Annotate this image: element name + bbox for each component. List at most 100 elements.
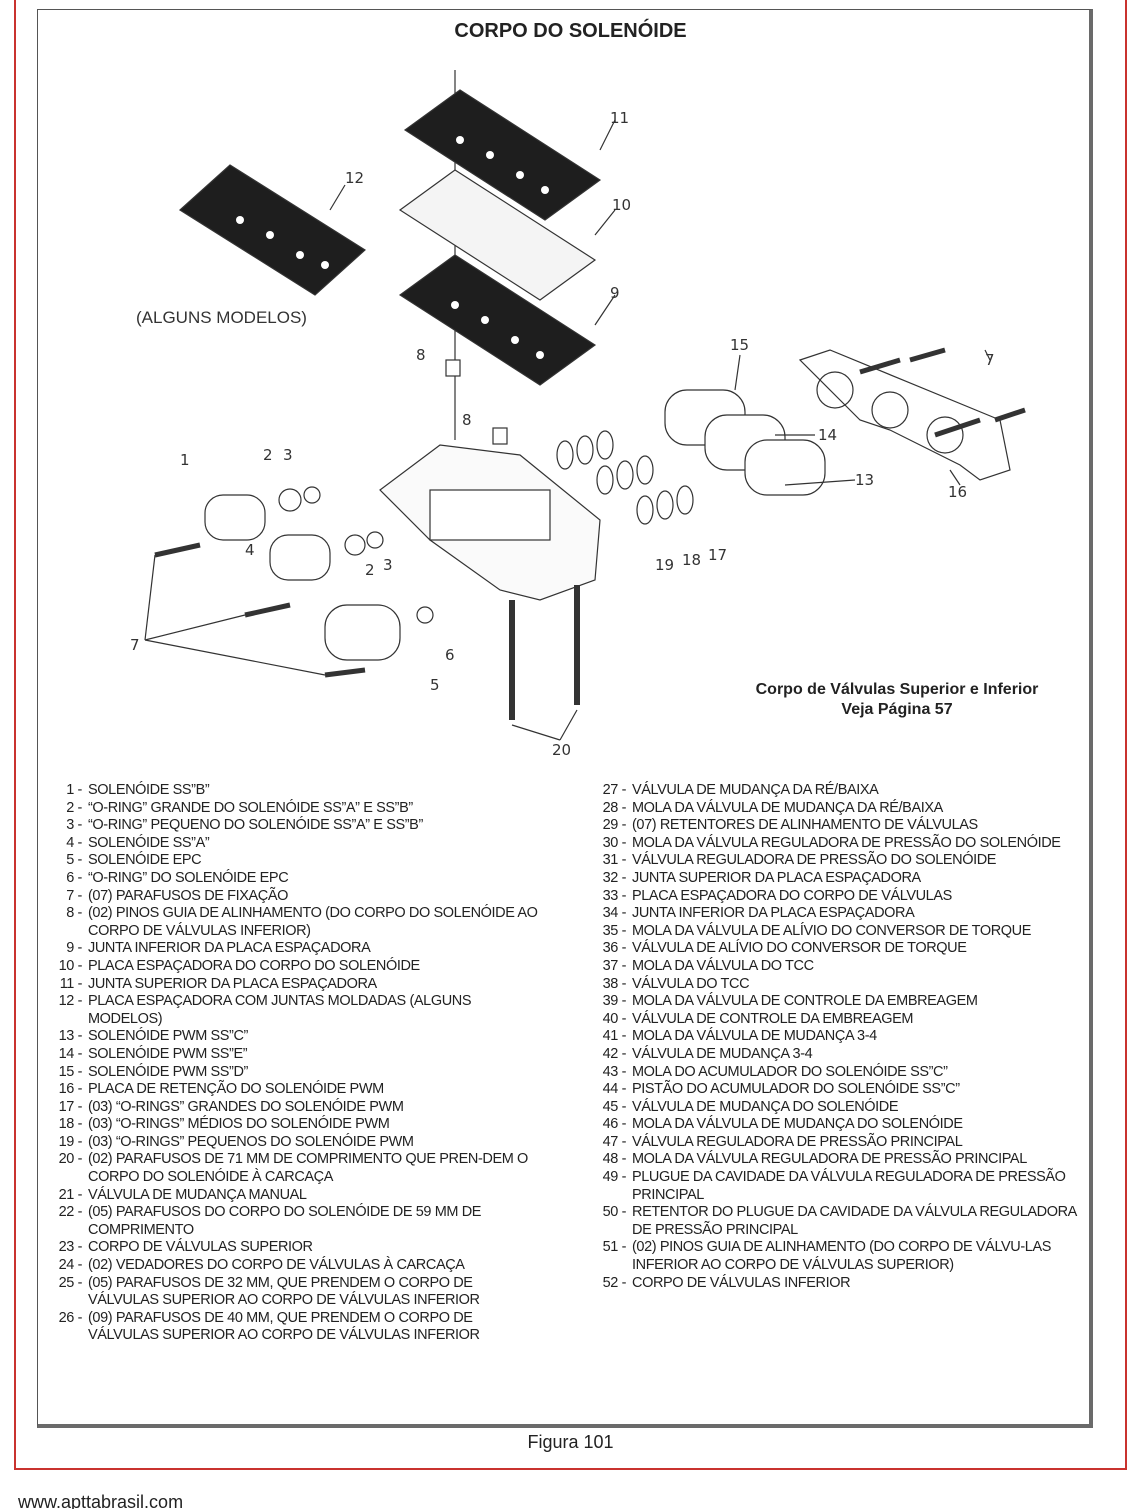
callout-7a: 7 [130,636,140,654]
figure-label: Figura 101 [527,1432,614,1452]
legend-text: (03) “O-RINGS” GRANDES DO SOLENÓIDE PWM [88,1098,404,1115]
legend-text: CORPO DE VÁLVULAS SUPERIOR [88,1239,313,1256]
legend-text: VÁLVULA DE CONTROLE DA EMBREAGEM [632,1010,914,1027]
legend-item: 14 -SOLENÓIDE PWM SS”E” [50,1046,545,1064]
legend-text: (07) RETENTORES DE ALINHAMENTO DE VÁLVUL… [632,817,978,834]
callout-3b: 3 [383,556,393,574]
legend-text: (03) “O-RINGS” PEQUENOS DO SOLENÓIDE PWM [88,1133,414,1150]
legend-text: SOLENÓIDE SS”B” [88,782,210,798]
legend-item: 22 - (05) PARAFUSOS DO CORPO DO SOLENÓIDE… [50,1204,545,1239]
reference-note: Corpo de Válvulas Superior e Inferior Ve… [712,680,1082,720]
legend-text: PLACA ESPAÇADORA COM JUNTAS MOLDADAS (AL… [88,993,472,1027]
legend-item: 33 -PLACA ESPAÇADORA DO CORPO DE VÁLVULA… [594,888,1089,906]
legend-number: 33 - [602,887,627,904]
legend-item: 34 -JUNTA INFERIOR DA PLACA ESPAÇADORA [594,905,1089,923]
legend-text: (02) VEDADORES DO CORPO DE VÁLVULAS À CA… [88,1257,465,1274]
legend-number: 31 - [602,852,627,869]
legend-item: 47 -VÁLVULA REGULADORA DE PRESSÃO PRINCI… [594,1134,1089,1152]
legend-number: 6 - [66,869,82,886]
legend-number: 27 - [602,782,627,798]
legend-item: 51 -(02) PINOS GUIA DE ALINHAMENTO (DO C… [594,1239,1089,1274]
legend-item: 38 -VÁLVULA DO TCC [594,976,1089,994]
legend-number: 22 - [58,1204,83,1221]
callout-2b: 2 [365,561,375,579]
legend-text: (03) “O-RINGS” MÉDIOS DO SOLENÓIDE PWM [88,1116,390,1133]
legend-text: “O-RING” PEQUENO DO SOLENÓIDE SS”A” E SS… [88,817,423,834]
legend-text: (02) PINOS GUIA DE ALINHAMENTO (DO CORPO… [88,905,538,939]
page-border [14,0,1127,1470]
callout-11: 11 [610,109,629,127]
callout-9: 9 [610,284,620,302]
legend-item: 5 - SOLENÓIDE EPC [50,852,545,870]
callout-20: 20 [552,741,571,759]
callout-2: 2 [263,446,273,464]
legend-text: MOLA DO ACUMULADOR DO SOLENÓIDE SS”C” [632,1063,948,1080]
legend-text: (02) PARAFUSOS DE 71 MM DE COMPRIMENTO Q… [88,1151,528,1186]
legend-item: 32 -JUNTA SUPERIOR DA PLACA ESPAÇADORA [594,870,1089,888]
callout-6: 6 [445,646,455,664]
legend-number: 20 - [58,1151,83,1168]
legend-number: 52 - [602,1274,627,1291]
legend-number: 38 - [602,975,627,992]
legend-text: MOLA DA VÁLVULA DE ALÍVIO DO CONVERSOR D… [632,922,1032,939]
legend-text: MOLA DA VÁLVULA REGULADORA DE PRESSÃO DO… [632,834,1061,851]
callout-14: 14 [818,426,837,444]
legend-item: 45 -VÁLVULA DE MUDANÇA DO SOLENÓIDE [594,1099,1089,1117]
legend-item: 40 -VÁLVULA DE CONTROLE DA EMBREAGEM [594,1011,1089,1029]
legend-text: VÁLVULA DE MUDANÇA MANUAL [88,1186,307,1203]
legend-item: 31 -VÁLVULA REGULADORA DE PRESSÃO DO SOL… [594,852,1089,870]
legend-text: VÁLVULA DE MUDANÇA 3-4 [632,1045,813,1062]
page-title: CORPO DO SOLENÓIDE [454,20,687,42]
legend-text: SOLENÓIDE EPC [88,852,202,869]
legend-item: 44 -PISTÃO DO ACUMULADOR DO SOLENÓIDE SS… [594,1081,1089,1099]
legend-text: MOLA DA VÁLVULA DO TCC [632,957,814,974]
legend-text: (07) PARAFUSOS DE FIXAÇÃO [88,887,289,904]
legend-number: 36 - [602,940,627,957]
legend-number: 9 - [66,940,82,957]
legend-number: 1 - [66,782,82,798]
callout-10: 10 [612,196,631,214]
figure-frame [37,9,1093,1428]
callout-1: 1 [180,451,190,469]
callout-17: 17 [708,546,727,564]
callout-13: 13 [855,471,874,489]
callout-12: 12 [345,169,364,187]
legend-item: 36 -VÁLVULA DE ALÍVIO DO CONVERSOR DE TO… [594,940,1089,958]
legend-text: (05) PARAFUSOS DO CORPO DO SOLENÓIDE DE … [88,1204,482,1238]
solenoid-pwm-ssc [744,439,826,496]
legend-item: 42 -VÁLVULA DE MUDANÇA 3-4 [594,1046,1089,1064]
legend-item: 52 -CORPO DE VÁLVULAS INFERIOR [594,1275,1089,1293]
legend-number: 28 - [602,799,627,816]
legend-item: 28 -MOLA DA VÁLVULA DE MUDANÇA DA RÉ/BAI… [594,800,1089,818]
legend-item: 1 - SOLENÓIDE SS”B” [50,782,545,800]
legend-text: VÁLVULA DE MUDANÇA DO SOLENÓIDE [632,1098,899,1115]
legend-text: MOLA DA VÁLVULA DE MUDANÇA 3-4 [632,1028,877,1045]
legend-number: 46 - [602,1116,627,1133]
legend-number: 13 - [58,1028,83,1045]
legend-number: 23 - [58,1239,83,1256]
legend-number: 2 - [66,799,82,816]
legend-text: (02) PINOS GUIA DE ALINHAMENTO (DO CORPO… [632,1239,1052,1274]
legend-number: 25 - [58,1274,83,1291]
legend-number: 21 - [58,1186,83,1203]
legend-item: 10 -PLACA ESPAÇADORA DO CORPO DO SOLENÓI… [50,958,545,976]
callout-18: 18 [682,551,701,569]
legend-number: 30 - [602,834,627,851]
callout-4: 4 [245,541,255,559]
legend-number: 5 - [66,852,82,869]
legend-number: 14 - [58,1045,83,1062]
legend-text: RETENTOR DO PLUGUE DA CAVIDADE DA VÁLVUL… [632,1204,1077,1238]
legend-item: 41 -MOLA DA VÁLVULA DE MUDANÇA 3-4 [594,1028,1089,1046]
legend-item: 39 -MOLA DA VÁLVULA DE CONTROLE DA EMBRE… [594,993,1089,1011]
legend-number: 48 - [602,1151,627,1168]
legend-left: 1 -SOLENÓIDE SS”B”2 -“O-RING” GRANDE DO … [50,782,545,1345]
legend-text: (09) PARAFUSOS DE 40 MM, QUE PRENDEM O C… [88,1309,480,1344]
legend-number: 7 - [66,887,82,904]
legend-item: 27 -VÁLVULA DE MUDANÇA DA RÉ/BAIXA [594,782,1089,800]
legend-text: PISTÃO DO ACUMULADOR DO SOLENÓIDE SS”C” [632,1081,960,1098]
legend-number: 26 - [58,1309,83,1326]
legend-text: MOLA DA VÁLVULA REGULADORA DE PRESSÃO PR… [632,1151,1027,1168]
legend-item: 11 -JUNTA SUPERIOR DA PLACA ESPAÇADORA [50,976,545,994]
legend-item: 30 - MOLA DA VÁLVULA REGULADORA DE PRESSÃ… [594,835,1089,853]
legend-item: 15 -SOLENÓIDE PWM SS”D” [50,1064,545,1082]
